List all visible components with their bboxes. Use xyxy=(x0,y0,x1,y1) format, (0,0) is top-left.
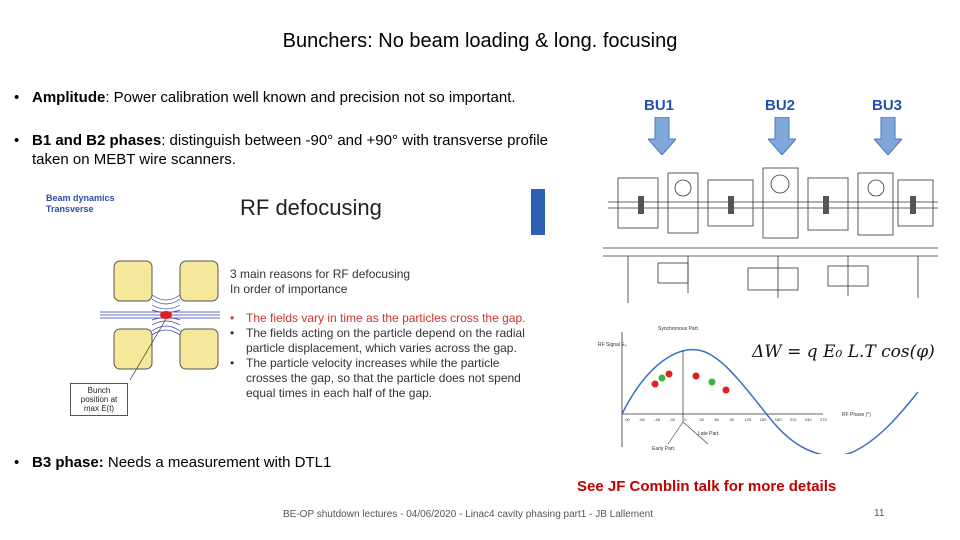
rf-point-green xyxy=(658,374,666,382)
rf-phase-plot: RF Signal E₀ Synchronous Part. Early Par… xyxy=(598,326,919,454)
rf-plot-x-tick: 30 xyxy=(699,417,704,422)
rf-plot-early-label: Early Part. xyxy=(652,446,675,452)
bullet-b1-b2-text: : distinguish between -90° and +90° with… xyxy=(32,132,549,168)
mebt-schematic-drawing xyxy=(603,167,938,303)
rf-plot-late-label: Late Part. xyxy=(698,431,720,437)
title-bold: Bunchers xyxy=(282,30,368,52)
rf-plot-x-tick: 270 xyxy=(820,417,827,422)
rf-slide-title: RF defocusing xyxy=(240,195,382,220)
rf-plot-x-tick: -60 xyxy=(639,417,646,422)
bullet-dot: • xyxy=(14,89,20,106)
bullet-b3-text: Needs a measurement with DTL1 xyxy=(103,454,332,471)
title-rest: : No beam loading & long. focusing xyxy=(367,30,678,52)
bu3-arrow-icon xyxy=(874,117,902,155)
rf-plot-x-tick: 180 xyxy=(775,417,782,422)
slide-title: Bunchers: No beam loading & long. focusi… xyxy=(0,30,960,53)
energy-gain-formula: ΔW = q E₀ L.T cos(φ) xyxy=(752,342,935,362)
page-number: 11 xyxy=(874,508,885,519)
rf-plot-x-tick: -30 xyxy=(669,417,676,422)
logo-icon xyxy=(531,189,545,235)
rf-point-green xyxy=(708,378,716,386)
rf-point-red xyxy=(692,372,700,380)
rf-reasons-list: The fields vary in time as the particles… xyxy=(230,311,540,401)
bullet-amplitude-bold: Amplitude xyxy=(32,89,106,106)
gap-field-diagram xyxy=(100,260,220,381)
bullet-amplitude: • Amplitude: Power calibration well know… xyxy=(14,88,614,107)
rf-reasons-text: 3 main reasons for RF defocusing In orde… xyxy=(230,267,540,401)
rf-point-red xyxy=(722,386,730,394)
footer-text: BE-OP shutdown lectures - 04/06/2020 - L… xyxy=(283,509,654,520)
rf-intro-line: In order of importance xyxy=(230,282,348,296)
rf-plot-x-tick: 0 xyxy=(684,417,687,422)
rf-plot-x-tick: 240 xyxy=(805,417,812,422)
rf-point-red xyxy=(651,380,659,388)
rf-reason-item: The fields acting on the particle depend… xyxy=(230,326,540,356)
bu1-arrow-icon xyxy=(648,117,676,155)
bullet-b3: • B3 phase: Needs a measurement with DTL… xyxy=(14,453,574,472)
bullet-b1-b2-bold: B1 and B2 phases xyxy=(32,132,162,149)
rf-plot-x-tick: 120 xyxy=(745,417,752,422)
rf-plot-x-tick: -45 xyxy=(654,417,661,422)
bunch-caption: Bunch position at max E(t) xyxy=(70,383,128,416)
rf-plot-x-tick: 210 xyxy=(790,417,797,422)
rf-point-red xyxy=(665,370,673,378)
rf-reason-item: The particle velocity increases while th… xyxy=(230,356,540,401)
bu2-label: BU2 xyxy=(765,97,796,114)
details-note: See JF Comblin talk for more details xyxy=(577,478,837,495)
rf-plot-x-tick: 60 xyxy=(714,417,719,422)
rf-plot-x-ticks: -90 -60 -45 -30 0 30 60 90 120 150 180 210 240 270 xyxy=(624,417,827,422)
rf-header-line: Transverse xyxy=(46,204,94,214)
rf-header-line: Beam dynamics xyxy=(46,193,115,203)
rf-defocusing-figure: Beam dynamics Transverse RF defocusing B… xyxy=(40,185,545,420)
rf-slide-header: Beam dynamics Transverse xyxy=(46,193,115,215)
rf-plot-x-tick: 90 xyxy=(730,417,735,422)
bullet-dot: • xyxy=(14,132,20,149)
rf-intro-line: 3 main reasons for RF defocusing xyxy=(230,267,411,281)
bullet-b1-b2: • B1 and B2 phases: distinguish between … xyxy=(14,131,574,169)
bu3-label: BU3 xyxy=(872,97,903,114)
bullet-amplitude-text: : Power calibration well known and preci… xyxy=(105,89,516,106)
rf-plot-ylabel: RF Signal E₀ xyxy=(598,342,627,348)
rf-plot-x-tick: -90 xyxy=(624,417,631,422)
bu2-arrow-icon xyxy=(768,117,796,155)
rf-plot-x-tick: 150 xyxy=(760,417,767,422)
bu1-label: BU1 xyxy=(644,97,675,114)
rf-plot-synch-label: Synchronous Part. xyxy=(658,326,699,332)
rf-plot-xlabel: RF Phase (°) xyxy=(842,412,871,418)
rf-reason-item: The fields vary in time as the particles… xyxy=(230,311,540,326)
bullet-b3-bold: B3 phase: xyxy=(32,454,104,471)
bullet-dot: • xyxy=(14,454,20,471)
